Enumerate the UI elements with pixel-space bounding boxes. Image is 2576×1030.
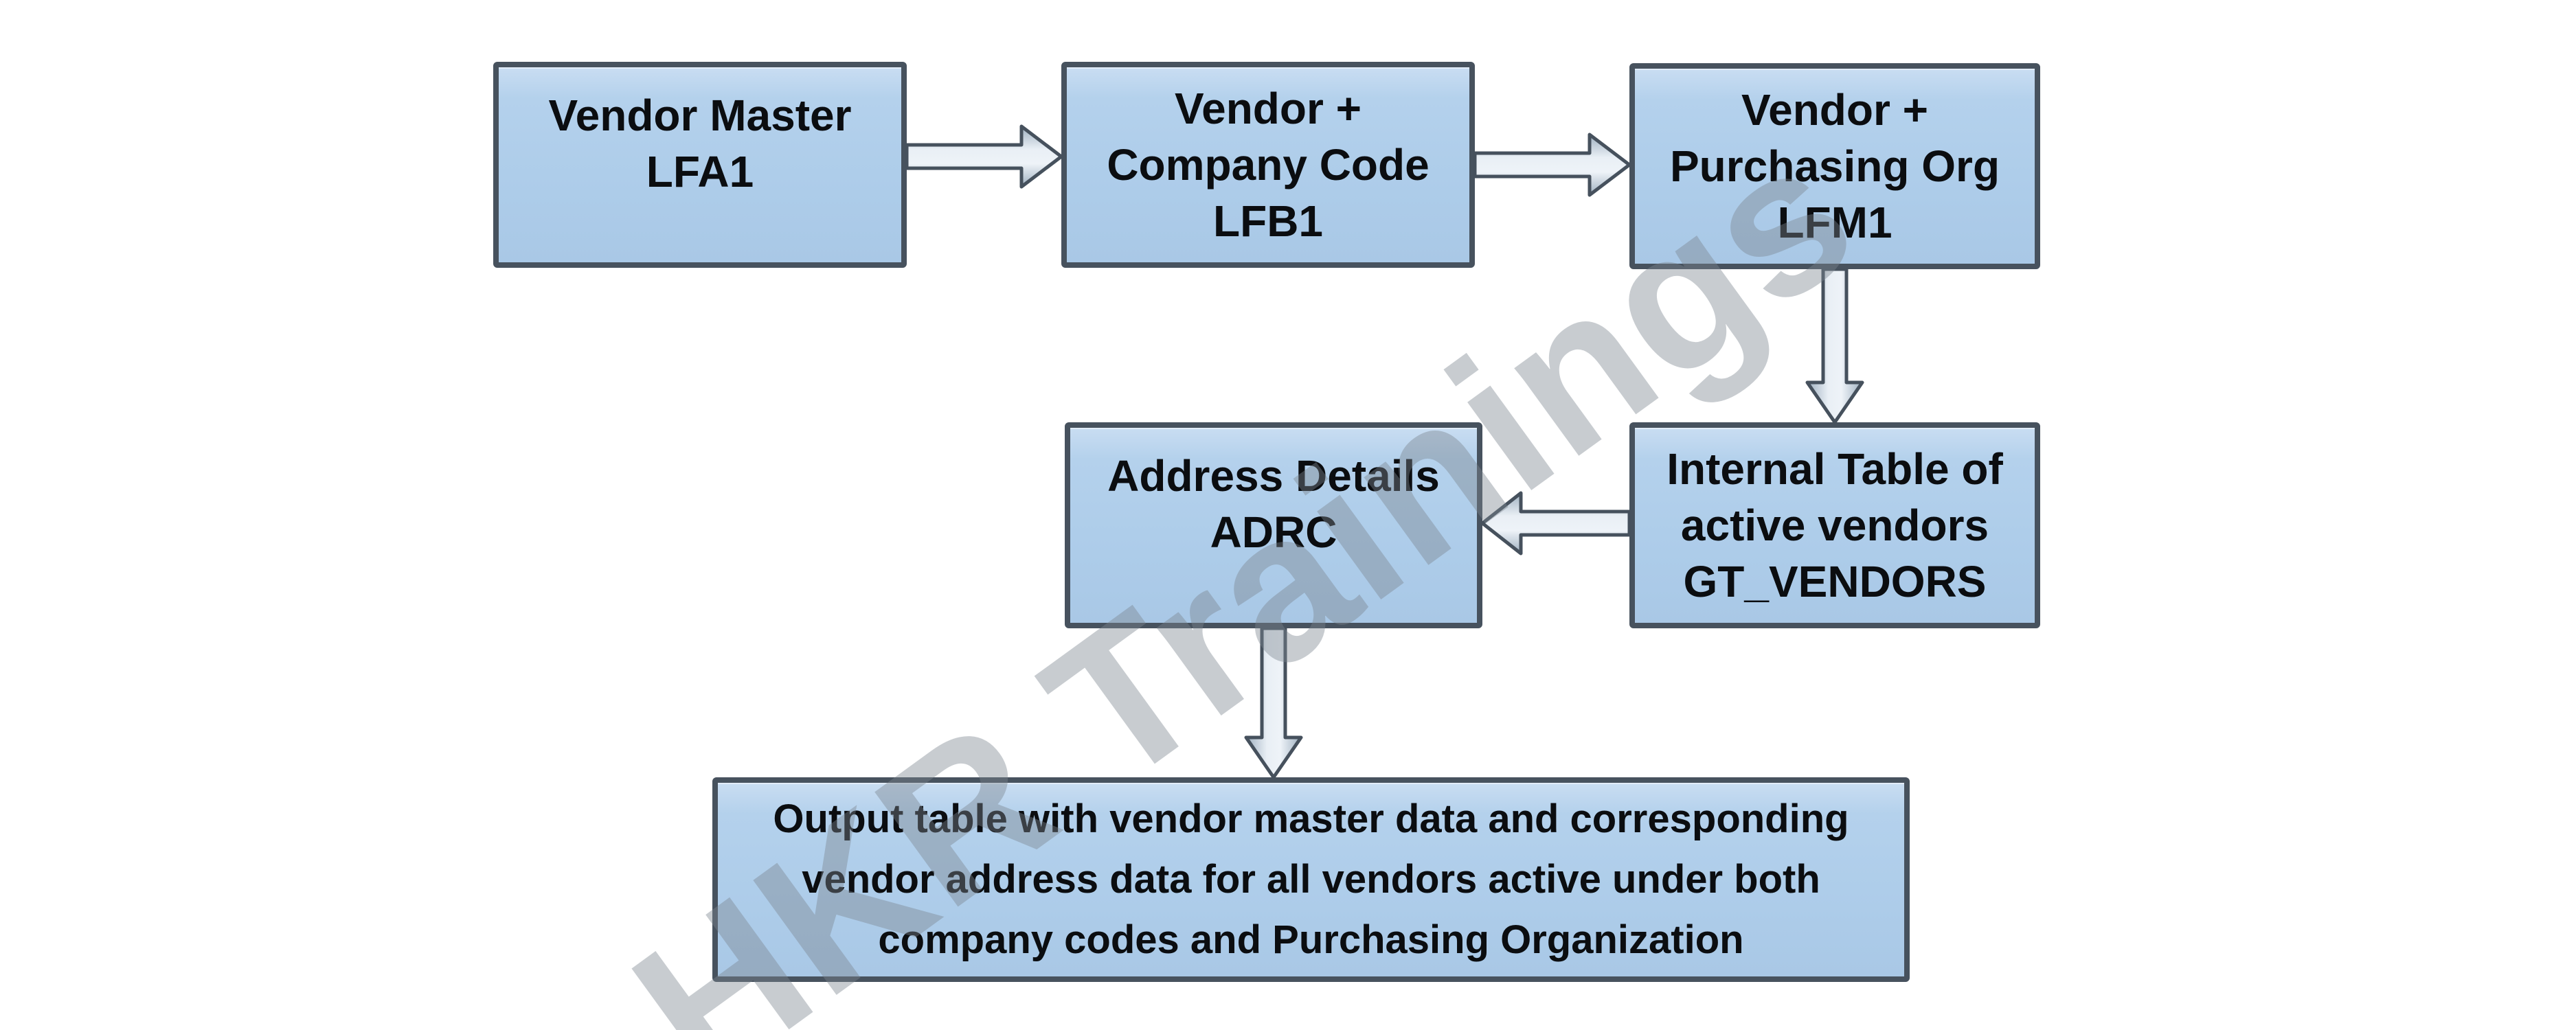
arrow-adrc-to-output (1244, 627, 1303, 779)
node-label-line: active vendors (1680, 501, 1989, 550)
node-label-line: Internal Table of (1667, 444, 2003, 494)
node-label-line: LFB1 (1213, 196, 1323, 246)
node-label-line: Vendor + (1174, 84, 1362, 133)
node-label-line: GT_VENDORS (1683, 557, 1987, 606)
node-label-line: Vendor Master (548, 91, 852, 140)
node-label-line: LFA1 (646, 147, 754, 196)
arrow-gt-vendors-to-adrc (1481, 491, 1631, 556)
node-vendor-company-code-lfb1: Vendor + Company Code LFB1 (1061, 62, 1475, 268)
node-address-details-adrc: Address Details ADRC (1065, 422, 1482, 628)
node-vendor-purchasing-org-lfm1: Vendor + Purchasing Org LFM1 (1629, 63, 2040, 269)
node-label-line: Company Code (1107, 140, 1430, 190)
node-label-line: Address Details (1107, 451, 1440, 501)
arrow-lfb1-to-lfm1 (1473, 133, 1631, 197)
node-vendor-master-lfa1: Vendor Master LFA1 (493, 62, 907, 268)
node-label-line: LFM1 (1777, 198, 1893, 247)
node-output-table: Output table with vendor master data and… (712, 777, 1910, 982)
node-label-line: vendor address data for all vendors acti… (802, 857, 1820, 902)
node-internal-table-gt-vendors: Internal Table of active vendors GT_VEND… (1629, 422, 2040, 628)
node-label-line: Vendor + (1741, 85, 1929, 135)
arrow-lfa1-to-lfb1 (905, 124, 1063, 189)
node-label-line: company codes and Purchasing Organizatio… (878, 917, 1744, 962)
node-label-line: ADRC (1210, 507, 1337, 557)
node-label-line: Purchasing Org (1669, 141, 2000, 191)
node-label-line: Output table with vendor master data and… (773, 797, 1849, 841)
arrow-lfm1-to-gt-vendors (1805, 268, 1864, 424)
